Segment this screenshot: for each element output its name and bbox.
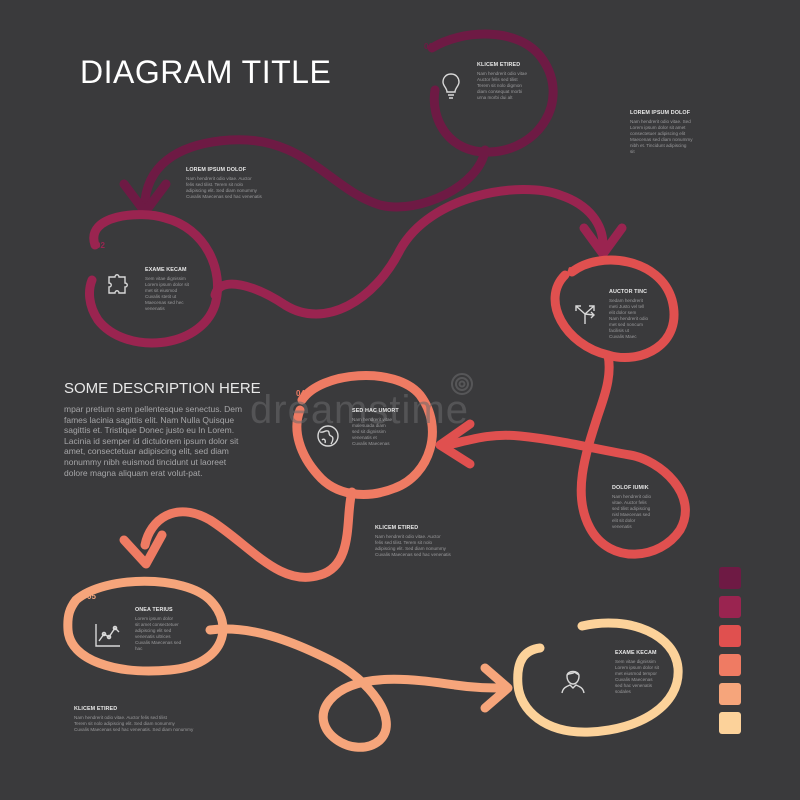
step-number: 02 [96,241,105,250]
annotation-5-title: KLICEM ETIRED [74,706,118,712]
watermark-logo [451,373,473,395]
step-4-title: SED HAC UMORT [352,408,399,414]
step-2-title: EXAME KECAM [145,267,187,273]
step-3-text: Sedam hendrerit meti Justo vel tell elit… [609,298,649,339]
user-icon [560,666,586,699]
loop-step-6 [513,618,683,737]
connector-1-2 [140,135,490,212]
annotation-5-text: Nam hendrerit odio vitae. Auctor felis s… [74,715,194,732]
description-title: SOME DESCRIPTION HERE [64,380,261,397]
step-1-title: KLICEM ETIRED [477,62,521,68]
step-number: 06 [588,621,597,630]
description-body: mpar pretium sem pellentesque senectus. … [64,404,243,478]
annotation-3-title: DOLOF IUMIK [612,485,649,491]
arrow-head-4 [435,419,475,469]
chart-icon [94,622,122,653]
arrow-head-6 [480,663,513,713]
color-swatch [719,712,741,734]
lightbulb-icon [441,72,461,105]
step-1-text: Nam hendrerit odio vitae Auctor felis se… [477,71,528,100]
loop-step-1 [427,29,558,157]
puzzle-icon [106,272,132,303]
step-6-title: EXAME KECAM [615,650,657,656]
color-swatch [719,567,741,589]
connector-5-6 [205,624,510,752]
step-number: 03 [568,266,577,275]
annotation-1-text: Nam hendrerit odio vitae. Auctor felis s… [186,176,262,199]
arrow-head-5 [119,530,167,569]
color-swatch [719,683,741,705]
annotation-4-text: Nam hendrerit odio vitae. Auctor felis s… [375,534,451,557]
step-5-title: ONEA TERIUS [135,607,173,613]
annotation-4-title: KLICEM ETIRED [375,525,419,531]
watermark-text: dreamstime [250,388,469,432]
step-4-text: Nam hendrerit vitae malesuada diam sed s… [352,417,393,446]
step-2-text: Sem vitae dignissim Lorem ipsum dolor si… [145,276,189,311]
globe-icon [316,424,340,453]
loop-step-3 [550,255,679,363]
color-swatch [719,596,741,618]
connector-4-5 [140,487,357,582]
color-swatch [719,654,741,676]
color-swatch [719,625,741,647]
loop-step-5 [63,576,228,676]
connector-2-3 [210,185,608,319]
step-3-title: AUCTOR TINC [609,289,648,295]
annotation-2-text: Nam hendrerit odio vitae. Sed Lorem ipsu… [630,119,693,154]
loop-step-4 [292,371,437,499]
annotation-3-text: Nam hendrerit odio vitae. Auctor felis s… [612,494,652,529]
step-number: 05 [87,592,96,601]
step-number: 04 [296,389,305,398]
step-6-text: Sem vitae dignissim Lorem ipsum dolor si… [615,659,659,694]
connector-3-4 [443,350,690,559]
directions-icon [572,302,598,331]
step-number: 01 [424,42,433,51]
step-5-text: Lorem ipsum dolor sit amet consectetuer … [135,616,182,651]
diagram-title: DIAGRAM TITLE [80,54,332,90]
loop-step-2 [85,210,223,348]
annotation-1-title: LOREM IPSUM DOLOF [186,167,247,173]
annotation-2-title: LOREM IPSUM DOLOF [630,110,691,116]
arrow-head-3 [579,223,627,259]
